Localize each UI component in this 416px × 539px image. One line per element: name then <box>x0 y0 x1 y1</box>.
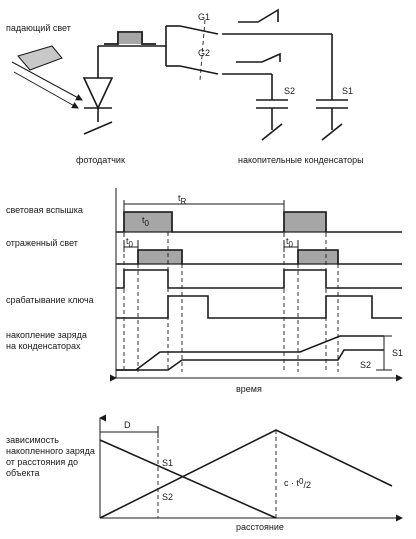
distance-ylabel-2: накопленного заряда <box>6 446 95 456</box>
switch-g2: G2 <box>166 48 281 75</box>
distance-ylabel-4: объекта <box>6 468 40 478</box>
capacitors-label: накопительные конденсаторы <box>238 155 364 165</box>
t0-label-reflected-1: t0 <box>126 236 134 249</box>
light-beam <box>11 45 83 109</box>
charge-row-label-2: на конденсаторах <box>6 341 81 351</box>
distance-s2-label: S2 <box>162 492 173 502</box>
s2-label: S2 <box>284 86 295 96</box>
incident-light-label: падающий свет <box>6 23 71 33</box>
photodiode <box>82 46 114 135</box>
charge-s1-label: S1 <box>392 348 403 358</box>
distance-axis-label: расстояние <box>236 522 284 532</box>
distance-ylabel-3: от расстояния до <box>6 457 78 467</box>
timing-guides <box>123 212 339 372</box>
reflected-row-label: отраженный свет <box>6 238 78 248</box>
charge-s2-curve <box>116 349 384 371</box>
switch-row-label: срабатывание ключа <box>6 295 94 305</box>
switch-g2-wave <box>116 295 402 319</box>
distance-s1-line <box>99 439 277 519</box>
charge-s2-label: S2 <box>360 360 371 370</box>
capacitor-s1: S1 <box>316 34 353 141</box>
capacitor-s2: S2 <box>256 74 295 141</box>
distance-ylabel-1: зависимость <box>6 435 59 445</box>
reflected-pulse-2 <box>297 249 339 265</box>
switch-g1-wave <box>116 269 402 289</box>
circuit-section: падающий свет фотодатчик G1 <box>6 8 364 165</box>
flash-pulse-2 <box>283 211 327 233</box>
s1-label: S1 <box>342 86 353 96</box>
d-label: D <box>124 420 131 430</box>
distance-section: зависимость накопленного заряда от расст… <box>6 414 403 532</box>
t-r-label: tR <box>178 193 187 206</box>
g1-label: G1 <box>198 12 210 22</box>
distance-formula: c · t0/2 <box>284 477 311 490</box>
g2-label: G2 <box>198 48 210 58</box>
reflected-pulse-1 <box>137 249 183 265</box>
distance-s1-label: S1 <box>162 458 173 468</box>
charge-s1-curve <box>116 335 384 371</box>
charge-row-label-1: накопление заряда <box>6 330 87 340</box>
timing-section: время tR световая вспышка t0 отраженный … <box>6 188 403 394</box>
t0-label-flash: t0 <box>142 215 150 228</box>
flash-row-label: световая вспышка <box>6 205 83 215</box>
photosensor-label: фотодатчик <box>76 155 125 165</box>
time-axis-label: время <box>236 384 262 394</box>
t0-label-reflected-2: t0 <box>286 236 294 249</box>
switch-g1: G1 <box>166 8 332 35</box>
